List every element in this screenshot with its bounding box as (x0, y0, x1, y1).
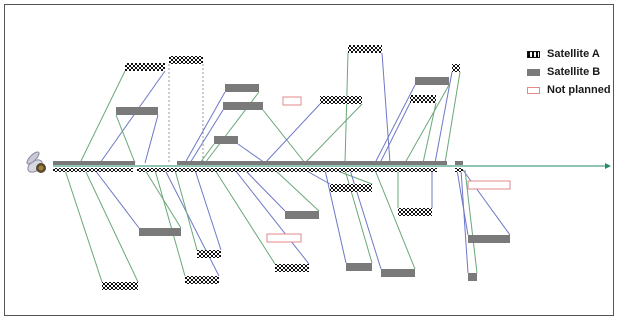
task-link (94, 169, 140, 229)
task-link (304, 103, 363, 164)
task-link (334, 169, 373, 185)
task-link (144, 114, 159, 164)
legend-item-satellite-a: Satellite A (527, 45, 617, 63)
task-link (464, 169, 478, 274)
task-link (214, 169, 276, 265)
not-planned-swatch (527, 86, 540, 94)
task-satellite-a (330, 184, 372, 192)
task-satellite-a (275, 264, 309, 272)
task-link (344, 169, 373, 264)
satellite-a-swatch (527, 50, 540, 58)
task-link (199, 143, 215, 164)
legend-label-not-planned: Not planned (547, 84, 611, 96)
diagram-frame: Satellite A Satellite B Not planned (4, 4, 614, 316)
satellite-icon (26, 151, 46, 173)
task-link (237, 143, 266, 164)
task-satellite-a (398, 208, 432, 216)
task-link (462, 169, 511, 236)
task-satellite-a (102, 282, 138, 290)
task-link (422, 102, 437, 164)
task-link (164, 169, 220, 277)
task-link (404, 84, 450, 164)
legend: Satellite A Satellite B Not planned (527, 45, 617, 99)
links-layer (64, 52, 511, 283)
task-link (154, 169, 186, 277)
task-link (84, 169, 139, 283)
task-satellite-b (468, 235, 510, 243)
legend-item-not-planned: Not planned (527, 81, 617, 99)
timeline-segment-b (455, 161, 463, 165)
timeline-segment-a (137, 168, 400, 172)
task-satellite-a (320, 96, 362, 104)
task-satellite-a (169, 56, 203, 64)
task-satellite-b (346, 263, 372, 271)
timeline-segment-b (53, 161, 135, 165)
satellite-b-swatch (527, 68, 540, 76)
legend-label-satellite-a: Satellite A (547, 48, 600, 60)
legend-label-satellite-b: Satellite B (547, 66, 601, 78)
task-link (379, 102, 411, 164)
task-link (79, 70, 126, 164)
arrow-right-icon (605, 163, 611, 169)
task-satellite-b (223, 102, 263, 110)
task-satellite-a (348, 45, 382, 53)
task-link (460, 169, 469, 274)
task-satellite-b (285, 211, 319, 219)
task-satellite-a (452, 64, 460, 72)
task-link (184, 91, 226, 164)
task-link (189, 109, 224, 164)
task-not-planned (266, 233, 302, 243)
satellite-schedule-diagram (26, 45, 611, 290)
task-link (99, 70, 166, 164)
task-link (174, 169, 198, 251)
task-satellite-a (410, 95, 436, 103)
task-link (234, 169, 310, 265)
timeline-segment-a (53, 168, 133, 172)
task-not-planned (282, 96, 302, 106)
task-satellite-b (139, 228, 181, 236)
task-satellite-a (197, 250, 221, 258)
timeline-segment-b (177, 161, 405, 165)
task-satellite-b (225, 84, 259, 92)
timeline-segment-b (405, 161, 447, 165)
task-link (64, 169, 103, 283)
task-link (434, 71, 453, 164)
task-link (274, 169, 320, 212)
task-satellite-b (415, 77, 449, 85)
task-satellite-b (116, 107, 158, 115)
task-link (194, 169, 222, 251)
tasks-layer (102, 45, 511, 290)
task-link (456, 169, 469, 236)
task-link (115, 114, 136, 164)
timeline-segment-a (400, 168, 437, 172)
task-link (262, 109, 306, 164)
task-link (374, 84, 416, 164)
task-satellite-a (125, 63, 165, 71)
timeline-segment-a (455, 168, 463, 172)
task-satellite-b (381, 269, 415, 277)
task-link (374, 169, 416, 270)
task-satellite-a (185, 276, 219, 284)
task-link (304, 169, 331, 185)
task-link (324, 169, 347, 264)
task-link (264, 103, 321, 164)
task-link (444, 71, 461, 164)
task-satellite-b (468, 273, 477, 281)
timeline-layer (53, 161, 611, 172)
task-link (344, 52, 349, 164)
task-not-planned (467, 180, 511, 190)
task-link (244, 169, 286, 212)
legend-item-satellite-b: Satellite B (527, 63, 617, 81)
task-satellite-b (214, 136, 238, 144)
